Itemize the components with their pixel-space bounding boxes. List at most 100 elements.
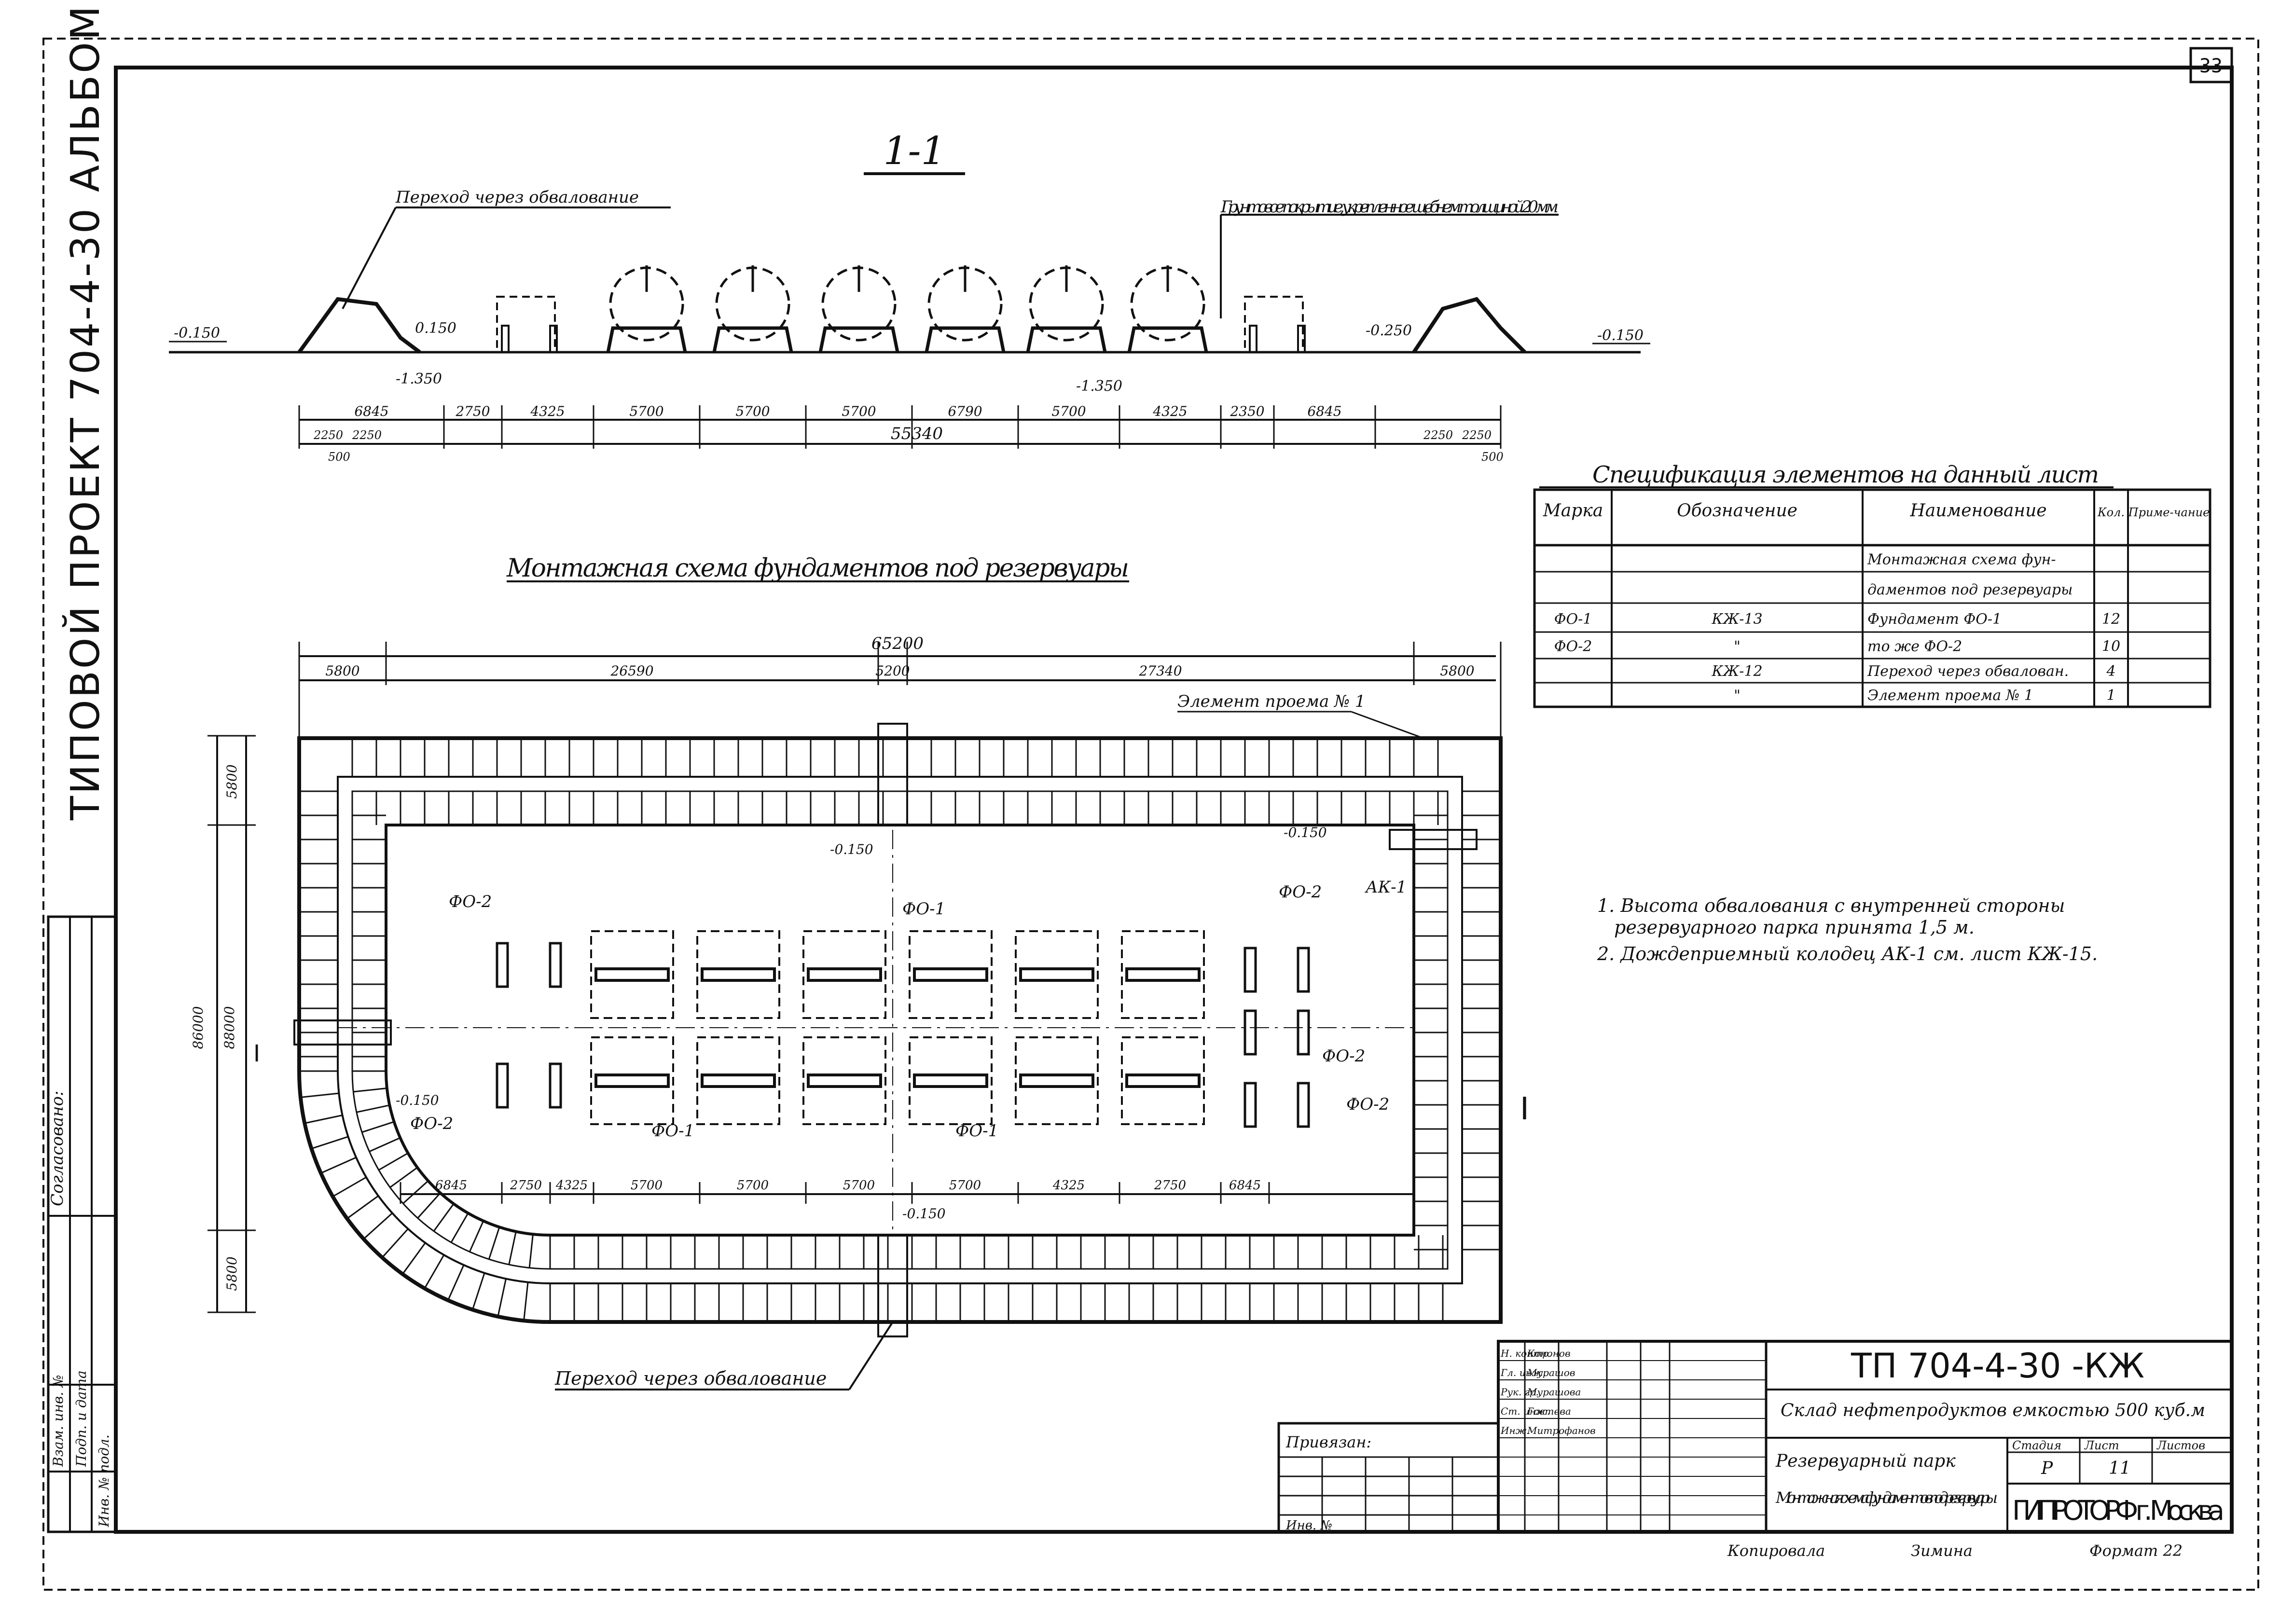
spec-cell: 1 bbox=[2106, 687, 2115, 704]
section-dim-label: 4325 bbox=[530, 403, 565, 419]
section-small-dim: 2250 bbox=[313, 428, 343, 442]
spec-cell: КЖ-12 bbox=[1711, 663, 1762, 680]
section-dim-label: 2350 bbox=[1230, 403, 1264, 419]
foundation-fo2 bbox=[549, 1062, 562, 1109]
copied-label: Копировала bbox=[1727, 1541, 1825, 1560]
staff-name: Мурашов bbox=[1527, 1367, 1575, 1378]
plan-bottom-dim: 6845 bbox=[1229, 1178, 1261, 1193]
foundation-fo1 bbox=[807, 1073, 882, 1088]
spec-title: Спецификация элементов на данный лист bbox=[1592, 461, 2099, 488]
sheet-value: 11 bbox=[2109, 1459, 2131, 1478]
spec-cell: 10 bbox=[2102, 638, 2120, 655]
tank-outline bbox=[1015, 1036, 1099, 1125]
sheet-number-box bbox=[2189, 47, 2233, 83]
foundation-fo2 bbox=[1244, 947, 1257, 993]
crossing-top bbox=[877, 723, 908, 826]
section-tank bbox=[818, 265, 899, 353]
staff-role: Инж. bbox=[1500, 1425, 1530, 1436]
spec-header: Приме-чание bbox=[2128, 506, 2210, 519]
plan-top-dim: 5800 bbox=[1440, 663, 1474, 679]
section-post bbox=[1297, 325, 1306, 353]
project-side-label: ТИПОВОЙ ПРОЕКТ 704-4-30 АЛЬБОМ I bbox=[62, 0, 109, 821]
section-tank bbox=[1127, 265, 1208, 353]
foundation-fo1 bbox=[1019, 967, 1094, 982]
spec-cell: 4 bbox=[2106, 663, 2115, 680]
embankment-left bbox=[297, 297, 421, 354]
plan: Монтажная схема фундаментов под резервуа… bbox=[190, 554, 1529, 1390]
foundation-fo1 bbox=[1019, 1073, 1094, 1088]
section-small-dim: 2250 bbox=[1423, 428, 1453, 442]
plan-top-dim: 5200 bbox=[875, 663, 910, 679]
foundation-fo1 bbox=[701, 1073, 776, 1088]
spec-cell: Монтажная схема фун- bbox=[1867, 551, 2056, 568]
svg-text:-0.150: -0.150 bbox=[174, 325, 220, 342]
svg-text:-0.150: -0.150 bbox=[1597, 327, 1644, 344]
plan-left-dim: 86000 bbox=[190, 1006, 206, 1049]
plan-bottom-dim: 6845 bbox=[435, 1178, 467, 1193]
plan-left-dim: 5800 bbox=[224, 1256, 240, 1291]
spec-header: Марка bbox=[1543, 501, 1603, 521]
plan-bottom-dim: 5700 bbox=[843, 1178, 875, 1193]
sheet-name: Монтажная схема фундаментов под резервуа… bbox=[1775, 1488, 1998, 1507]
section-dim-label: 6845 bbox=[354, 403, 388, 419]
staff-name: Мурашова bbox=[1527, 1386, 1581, 1398]
section-tank bbox=[1026, 265, 1107, 353]
tank-outline bbox=[909, 1036, 993, 1125]
section-title: 1-1 bbox=[884, 128, 946, 173]
plan-title: Монтажная схема фундаментов под резервуа… bbox=[506, 554, 1129, 583]
bound-label: Привязан: bbox=[1285, 1433, 1371, 1451]
section-small-dim: 2250 bbox=[1462, 428, 1492, 442]
section-dim-label: 5700 bbox=[842, 403, 876, 419]
svg-text:I: I bbox=[253, 1040, 260, 1067]
svg-text:I: I bbox=[1520, 1091, 1529, 1127]
tank-outline bbox=[1121, 1036, 1205, 1125]
foundation-fo1 bbox=[1125, 1073, 1201, 1088]
section-small-dim: 500 bbox=[328, 450, 350, 464]
section-1-1: 1-1 Переход через обвалование Грунтовое … bbox=[169, 128, 1650, 464]
notes: 1. Высота обвалования с внутренней сторо… bbox=[1597, 895, 2098, 964]
svg-text:ФО-2: ФО-2 bbox=[1346, 1095, 1389, 1114]
spec-table: Спецификация элементов на данный лист Ма… bbox=[1533, 461, 2211, 708]
tank-outline bbox=[590, 930, 674, 1019]
crossing-callout: Переход через обвалование bbox=[554, 1368, 827, 1389]
section-total: 55340 bbox=[891, 424, 943, 443]
spec-cell: даментов под резервуары bbox=[1867, 581, 2073, 598]
svg-text:-0.150: -0.150 bbox=[1284, 825, 1327, 840]
side-stamp-1: Взам. инв. № bbox=[50, 1375, 66, 1467]
svg-text:ФО-1: ФО-1 bbox=[955, 1121, 998, 1141]
staff-role: Н. контр. bbox=[1500, 1348, 1551, 1359]
plan-bottom-dim: 4325 bbox=[555, 1178, 588, 1193]
inv-label: Инв. № bbox=[1285, 1518, 1332, 1533]
svg-text:ФО-2: ФО-2 bbox=[1322, 1046, 1365, 1066]
crossing-bottom bbox=[877, 1234, 908, 1337]
callout-right: Грунтовое покрытие, укреплен-ное щебнем … bbox=[1220, 197, 1559, 217]
note-1b: резервуарного парка принята 1,5 м. bbox=[1614, 917, 1975, 938]
plan-total-width: 65200 bbox=[871, 634, 924, 653]
element-callout: Элемент проема № 1 bbox=[1177, 692, 1366, 711]
foundation-fo1 bbox=[594, 967, 670, 982]
plan-bottom-dim: 5700 bbox=[737, 1178, 769, 1193]
spec-cell: ФО-1 bbox=[1554, 611, 1592, 628]
svg-text:Лист: Лист bbox=[2084, 1439, 2119, 1452]
tank-outline bbox=[696, 1036, 780, 1125]
svg-text:-0.150: -0.150 bbox=[396, 1092, 439, 1108]
plan-bottom-dim: 2750 bbox=[510, 1178, 542, 1193]
section-small-dim: 2250 bbox=[352, 428, 382, 442]
tank-outline bbox=[696, 930, 780, 1019]
foundation-fo2 bbox=[496, 1062, 509, 1109]
plan-top-dim: 27340 bbox=[1138, 663, 1182, 679]
plan-bottom-dim: 4325 bbox=[1052, 1178, 1085, 1193]
stage-value: Р bbox=[2041, 1459, 2053, 1478]
tank-outline bbox=[802, 1036, 886, 1125]
plan-bottom-dim: 5700 bbox=[949, 1178, 981, 1193]
staff-name: Митрофанов bbox=[1527, 1425, 1596, 1436]
section-dim-label: 5700 bbox=[1051, 403, 1086, 419]
foundation-fo1 bbox=[594, 1073, 670, 1088]
org-name: ГИПРОТОРФ г. Москва bbox=[2012, 1495, 2225, 1527]
foundation-fo2 bbox=[549, 942, 562, 988]
svg-text:-1.350: -1.350 bbox=[1076, 378, 1122, 395]
tank-outline bbox=[1121, 930, 1205, 1019]
tank-outline bbox=[909, 930, 993, 1019]
